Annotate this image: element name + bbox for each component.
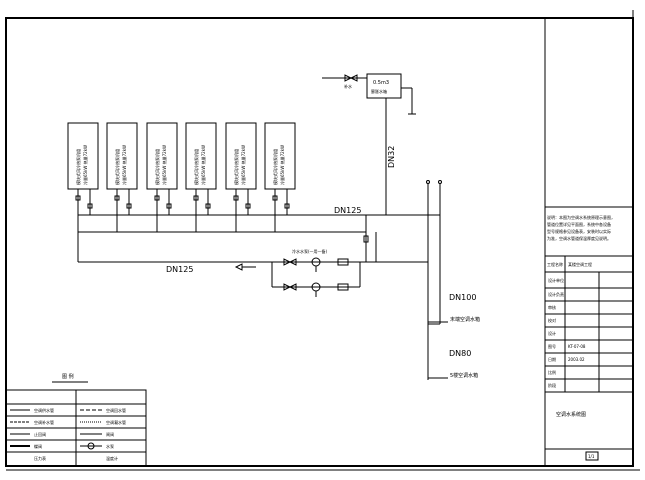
svg-text:比例: 比例 [548, 369, 556, 375]
svg-text:空调补水管: 空调补水管 [34, 419, 54, 425]
chiller-connections [75, 189, 440, 262]
svg-text:冷量65kW 热量72kW: 冷量65kW 热量72kW [121, 145, 127, 185]
riser-label: DN32 [387, 146, 396, 168]
chiller-unit: 模块式风冷热泵机组 冷量65kW 热量72kW [106, 122, 138, 190]
notes-line-2: 管道位置详见平面图，系统中各设备 [547, 221, 611, 227]
branch-label-1: 末端空调水箱 [450, 316, 480, 323]
svg-text:日期: 日期 [548, 356, 556, 362]
svg-text:审核: 审核 [548, 304, 556, 310]
inner-frame [5, 17, 634, 467]
chiller-unit: 模块式风冷热泵机组 冷量65kW 热量72kW [146, 122, 178, 190]
chiller-unit: 模块式风冷热泵机组 冷量65kW 热量72kW [225, 122, 257, 190]
return-main [78, 215, 428, 271]
branch-size-1: DN100 [449, 293, 476, 302]
pump-group [271, 257, 361, 297]
outer-frame [5, 17, 634, 467]
svg-text:冷量65kW 热量72kW: 冷量65kW 热量72kW [161, 145, 167, 185]
project-label: 工程名称 [547, 261, 563, 267]
svg-text:空调凝水管: 空调凝水管 [106, 419, 126, 425]
svg-text:模块式风冷热泵机组: 模块式风冷热泵机组 [193, 149, 199, 185]
svg-text:校对: 校对 [548, 317, 556, 323]
branch-risers [426, 180, 448, 380]
sheet-box: 1/1 [588, 454, 595, 459]
svg-text:模块式风冷热泵机组: 模块式风冷热泵机组 [114, 149, 120, 185]
notes-line-3: 型号规格参见设备表，安装时以实际 [547, 228, 611, 234]
svg-text:2003.02: 2003.02 [568, 357, 585, 362]
svg-text:冷量65kW 热量72kW: 冷量65kW 热量72kW [200, 145, 206, 185]
legend-rows: 空调供水管 空调回水管 空调补水管 空调凝水管 止回阀 闸阀 蝶阀 水泵 压力表… [34, 407, 126, 461]
project-value: 某楼空调工程 [568, 261, 592, 267]
branch-label-2: 5楼空调水箱 [450, 372, 478, 379]
makeup-label: 补水 [344, 83, 352, 89]
svg-text:止回阀: 止回阀 [34, 431, 46, 437]
svg-text:设计单位: 设计单位 [548, 277, 564, 283]
tank-capacity: 0.5m3 [373, 80, 389, 86]
chiller-unit: 模块式风冷热泵机组 冷量65kW 热量72kW [185, 122, 217, 190]
svg-text:闸阀: 闸阀 [106, 431, 114, 437]
svg-text:空调供水管: 空调供水管 [34, 407, 54, 413]
return-pipe-label: DN125 [166, 265, 193, 274]
branch-size-2: DN80 [449, 349, 471, 358]
svg-text:模块式风冷热泵机组: 模块式风冷热泵机组 [154, 149, 160, 185]
svg-text:设计负责: 设计负责 [548, 291, 564, 297]
drawing-name: 空调水系统图 [556, 411, 586, 418]
tank-name: 膨胀水箱 [371, 88, 387, 94]
title-rows: 设计单位 设计负责 审核 校对 设计 图号 日期 比例 阶段 KT-07-08 … [548, 277, 586, 388]
svg-text:水泵: 水泵 [106, 443, 114, 449]
legend-box [5, 389, 147, 467]
svg-text:冷量65kW 热量72kW: 冷量65kW 热量72kW [279, 145, 285, 185]
pump-group-label: 冷水水泵(一用一备) [292, 248, 328, 254]
chiller-unit: 模块式风冷热泵机组 冷量65kW 热量72kW [67, 122, 99, 190]
svg-text:冷量65kW 热量72kW: 冷量65kW 热量72kW [240, 145, 246, 185]
svg-text:图号: 图号 [548, 343, 556, 349]
svg-text:模块式风冷热泵机组: 模块式风冷热泵机组 [233, 149, 239, 185]
svg-text:空调回水管: 空调回水管 [106, 407, 126, 413]
notes-line-4: 为准，空调水管道保温厚度见说明。 [547, 235, 611, 241]
svg-text:压力表: 压力表 [34, 455, 46, 461]
svg-text:模块式风冷热泵机组: 模块式风冷热泵机组 [272, 149, 278, 185]
supply-pipe-label: DN125 [334, 206, 361, 215]
chiller-units: 模块式风冷热泵机组 冷量65kW 热量72kW 模块式风冷热泵机组 冷量65kW… [67, 122, 296, 190]
title-block [544, 18, 633, 466]
svg-text:蝶阀: 蝶阀 [34, 443, 42, 449]
svg-text:阶段: 阶段 [548, 382, 556, 388]
expansion-tank [322, 73, 416, 215]
svg-text:设计: 设计 [548, 330, 556, 336]
chiller-unit: 模块式风冷热泵机组 冷量65kW 热量72kW [264, 122, 296, 190]
legend-title: 图 例 [62, 373, 74, 380]
svg-text:KT-07-08: KT-07-08 [568, 344, 586, 349]
svg-text:模块式风冷热泵机组: 模块式风冷热泵机组 [75, 149, 81, 185]
svg-text:温度计: 温度计 [106, 455, 118, 461]
notes-line-1: 说明：本图为空调水系统原理示意图， [547, 214, 615, 220]
svg-text:冷量65kW 热量72kW: 冷量65kW 热量72kW [82, 145, 88, 185]
